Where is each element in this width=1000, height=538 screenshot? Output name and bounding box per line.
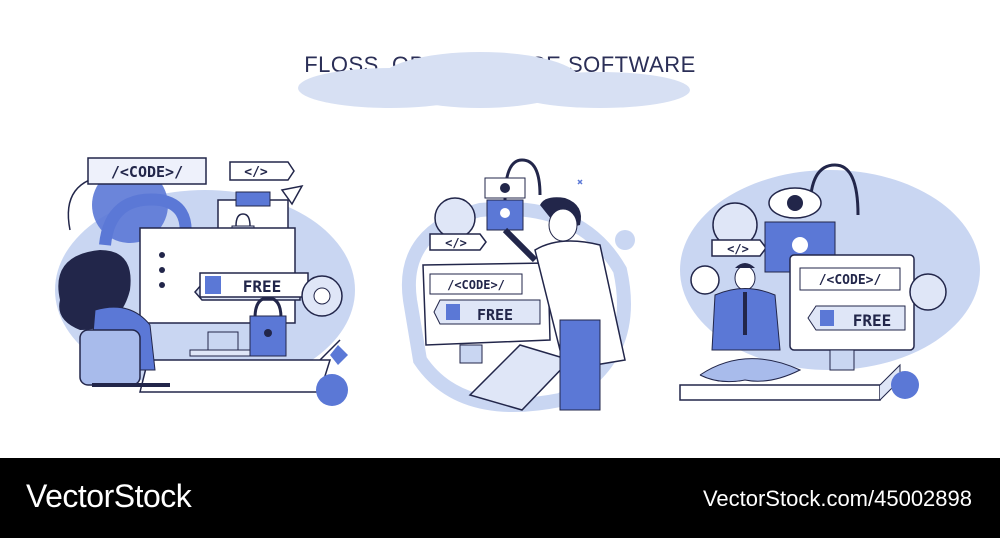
refresh-arrow-icon — [99, 193, 192, 246]
left-free-label: FREE — [194, 272, 309, 301]
star-shape — [330, 345, 348, 365]
eye-padlock-icon — [484, 158, 542, 231]
scientist-figure — [502, 197, 626, 411]
middle-monitor: /<CODE>/ FREE — [422, 262, 551, 364]
left-code-tag-text: /<CODE>/ — [111, 163, 183, 181]
right-small-tag: </> — [711, 239, 767, 257]
left-small-tag: </> — [229, 161, 295, 181]
right-small-tag-text: </> — [727, 242, 749, 256]
woman-figure — [58, 250, 170, 387]
desk — [139, 359, 332, 393]
padlock-icon — [249, 296, 287, 357]
gear-icon — [434, 197, 476, 239]
right-code-text: /<CODE>/ — [819, 273, 882, 288]
illustration-svg: /<CODE>/ </> — [55, 52, 980, 412]
platform — [679, 384, 881, 401]
triangle-shape — [280, 184, 304, 206]
middle-free-text: FREE — [477, 306, 513, 324]
left-small-tag-text: </> — [244, 165, 268, 180]
left-scene: /<CODE>/ </> — [55, 157, 355, 406]
stock-id: VectorStock.com/45002898 — [702, 486, 972, 511]
left-code-tag: /<CODE>/ — [87, 157, 207, 185]
left-free-text: FREE — [243, 277, 282, 296]
title-cloud — [298, 52, 690, 108]
right-scene: </> /<CODE>/ FREE — [679, 163, 980, 401]
middle-scene: </> /<CODE>/ FREE — [401, 158, 635, 412]
middle-code-text: /<CODE>/ — [447, 278, 505, 292]
gear-icon — [909, 273, 947, 311]
footer-bar: VectorStock VectorStock.com/45002898 — [0, 458, 1000, 538]
illustration-canvas: FLOSS. OPEN-SOURCE SOFTWARE /<CODE>/ </> — [55, 52, 980, 412]
middle-small-tag-text: </> — [445, 236, 467, 250]
meditating-man-figure — [699, 263, 802, 383]
right-monitor: /<CODE>/ FREE — [789, 254, 915, 371]
middle-small-tag: </> — [429, 233, 487, 251]
right-free-text: FREE — [853, 311, 892, 330]
brand-logo: VectorStock — [26, 478, 192, 514]
